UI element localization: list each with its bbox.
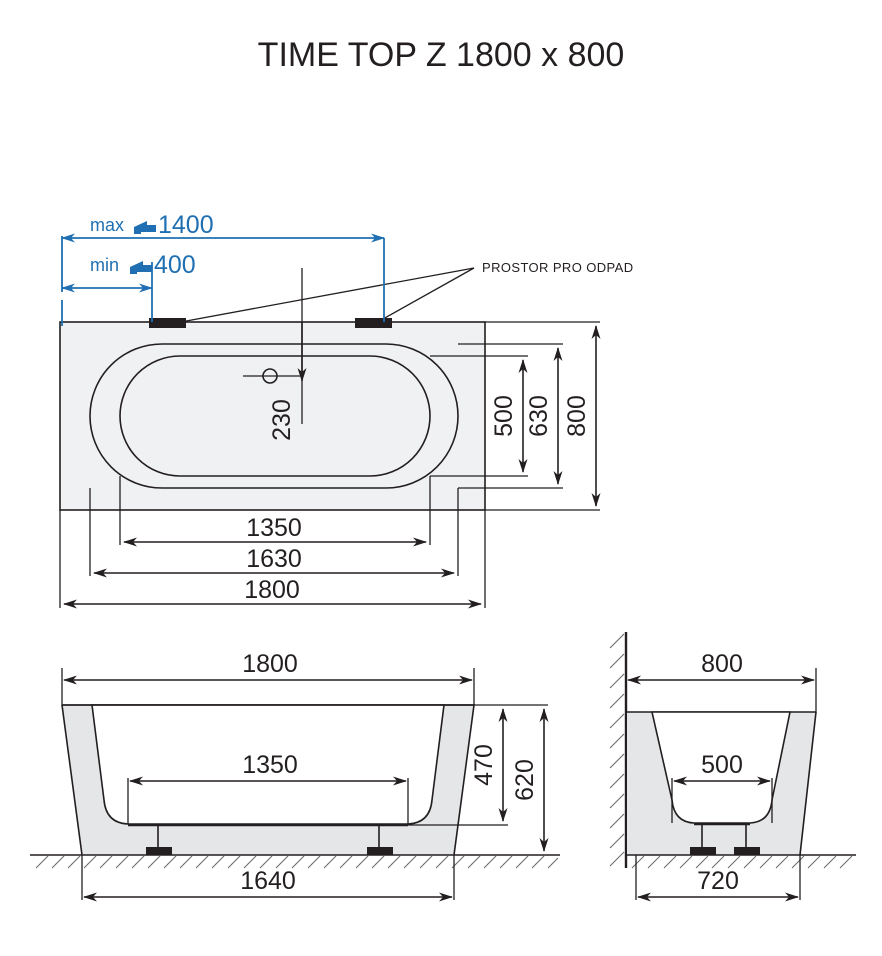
waste-leader-left	[169, 267, 475, 325]
ground-hatch-side	[631, 855, 853, 869]
dim-label-1630-plan: 1630	[246, 545, 302, 573]
leg-foot-right-side	[734, 847, 760, 855]
dim-label-800-plan: 800	[563, 395, 591, 437]
dim-label-500-plan: 500	[490, 395, 518, 437]
leg-foot-right-front	[367, 847, 393, 855]
dim-label-470-front: 470	[470, 744, 498, 786]
wall-hatch-side	[609, 633, 625, 867]
waste-space-block-left	[149, 318, 186, 328]
dim-label-1640-front: 1640	[240, 867, 296, 895]
dim-label-720-side: 720	[697, 867, 739, 895]
tub-basin-contour	[119, 355, 431, 477]
min-label: min	[90, 255, 119, 275]
drain-hole	[262, 368, 278, 384]
leg-foot-left-side	[690, 847, 716, 855]
side-elevation-group: 800 500 720	[609, 632, 856, 902]
top-view-group: PROSTOR PRO ODPAD 230 max 1400 min	[59, 211, 634, 609]
front-elevation-group: 1800 1350 470 620 1640	[30, 650, 560, 902]
leg-foot-left-front	[146, 847, 172, 855]
tub-outer-rim-plan	[59, 321, 486, 511]
tub-rim-contour	[89, 343, 459, 489]
dim-label-1800-plan: 1800	[244, 576, 300, 604]
faucet-icon-min	[130, 261, 152, 274]
min-value: 400	[154, 251, 196, 279]
dim-label-800-side: 800	[701, 650, 743, 678]
dim-label-630-plan: 630	[525, 395, 553, 437]
max-value: 1400	[158, 211, 214, 239]
dim-label-1800-front: 1800	[242, 650, 298, 678]
ground-hatch-front	[35, 855, 559, 869]
dim-label-620-front: 620	[511, 759, 539, 801]
dim-label-1350-front: 1350	[242, 751, 298, 779]
page-title: TIME TOP Z 1800 x 800	[258, 36, 625, 74]
waste-leader-right	[373, 267, 475, 325]
faucet-icon-max	[134, 221, 156, 234]
waste-space-block-right	[355, 318, 392, 328]
tub-body-side-outline	[799, 711, 817, 856]
dim-label-1350-plan: 1350	[246, 514, 302, 542]
dim-label-230: 230	[268, 399, 296, 441]
max-label: max	[90, 215, 124, 235]
dim-label-500-side: 500	[701, 751, 743, 779]
waste-note-label: PROSTOR PRO ODPAD	[482, 260, 634, 275]
